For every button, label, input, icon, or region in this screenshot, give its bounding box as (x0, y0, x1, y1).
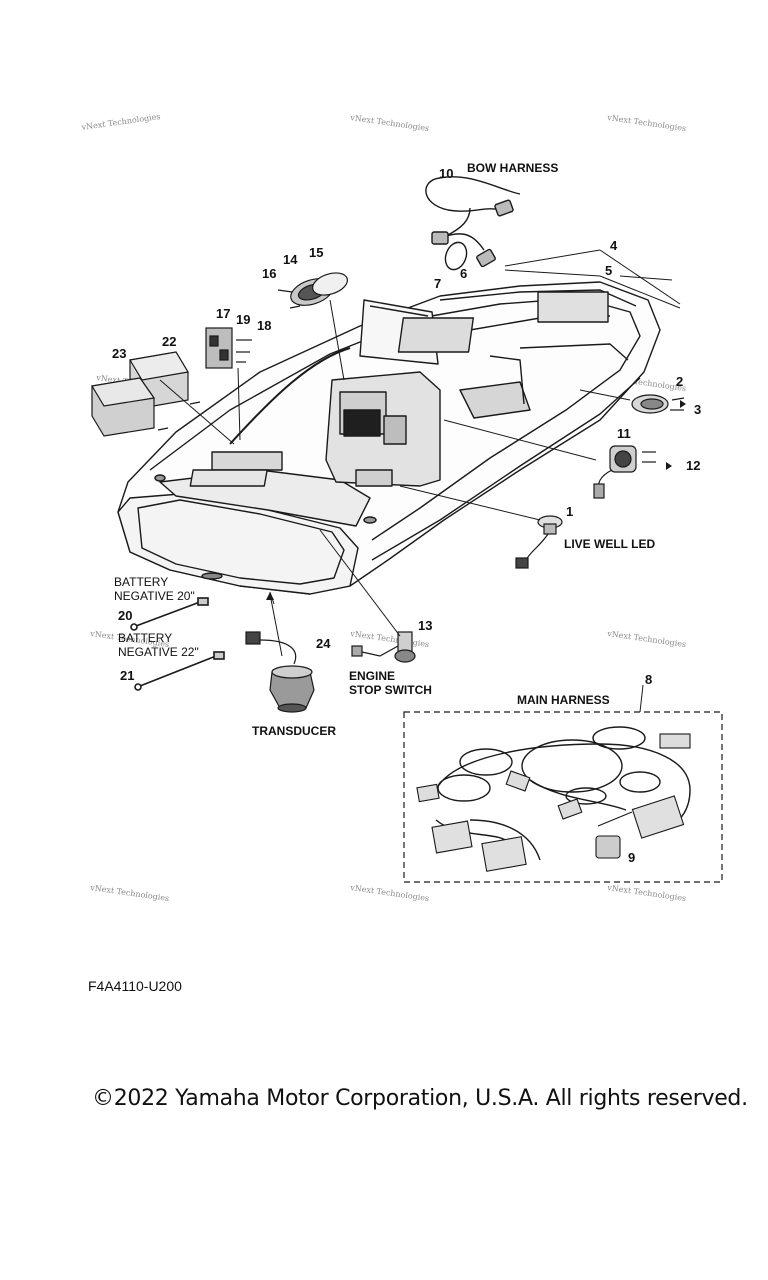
callout-1: 1 (566, 504, 573, 519)
bow-harness (425, 176, 521, 271)
label-engine-stop-switch-line2: STOP SWITCH (349, 683, 432, 697)
battery-cables (130, 597, 225, 691)
callout-22: 22 (162, 334, 176, 349)
main-harness-box (403, 711, 723, 883)
watermark: vNext Technologies (606, 629, 687, 649)
speaker-assembly (277, 272, 348, 309)
label-live-well-led: LIVE WELL LED (564, 537, 655, 551)
callout-18: 18 (257, 318, 271, 333)
batteries (91, 351, 201, 437)
callout-4: 4 (610, 238, 618, 253)
callout-5: 5 (605, 263, 612, 278)
label-battery-negative-22-line2: NEGATIVE 22" (118, 645, 199, 659)
label-main-harness: MAIN HARNESS (517, 693, 610, 707)
watermark: vNext Technologies (349, 113, 430, 133)
label-bow-harness: BOW HARNESS (467, 161, 558, 175)
callout-11: 11 (617, 426, 631, 441)
leader-lines (159, 249, 681, 713)
callout-7: 7 (434, 276, 441, 291)
navigation-light (593, 445, 656, 499)
courtesy-light (631, 394, 685, 414)
watermark: vNext Technologies (89, 883, 170, 903)
callout-13: 13 (418, 618, 432, 633)
callout-2: 2 (676, 374, 683, 389)
callout-3: 3 (694, 402, 701, 417)
label-transducer: TRANSDUCER (252, 724, 336, 738)
callout-8: 8 (645, 672, 652, 687)
callout-17: 17 (216, 306, 230, 321)
callout-10: 10 (439, 166, 453, 181)
callout-9: 9 (628, 850, 635, 865)
callout-14: 14 (283, 252, 298, 267)
callout-24: 24 (316, 636, 331, 651)
label-battery-negative-22-line1: BATTERY (118, 631, 172, 645)
callout-16: 16 (262, 266, 276, 281)
label-engine-stop-switch-line1: ENGINE (349, 669, 395, 683)
boat-hull (117, 281, 661, 595)
watermark: vNext Technologies (349, 883, 430, 903)
part-labels: BOW HARNESS LIVE WELL LED BATTERY NEGATI… (114, 161, 655, 738)
callout-6: 6 (460, 266, 467, 281)
fuse-block (205, 327, 252, 369)
callout-23: 23 (112, 346, 126, 361)
callout-21: 21 (120, 668, 134, 683)
watermark: vNext Technologies (80, 112, 161, 132)
transducer (245, 631, 315, 713)
watermark: vNext Technologies (606, 113, 687, 133)
callout-20: 20 (118, 608, 132, 623)
callout-12: 12 (686, 458, 700, 473)
label-battery-negative-20-line2: NEGATIVE 20" (114, 589, 195, 603)
callout-15: 15 (309, 245, 323, 260)
label-battery-negative-20-line1: BATTERY (114, 575, 168, 589)
callout-numbers: 1 2 3 4 5 6 7 8 9 10 11 12 13 14 15 16 1… (112, 166, 701, 865)
callout-19: 19 (236, 312, 250, 327)
arrow-heads (266, 400, 686, 600)
copyright-notice: ©2022 Yamaha Motor Corporation, U.S.A. A… (92, 1086, 748, 1111)
diagram-code: F4A4110-U200 (88, 978, 182, 994)
watermark: vNext Technologies (606, 883, 687, 903)
live-well-led (515, 515, 563, 569)
engine-stop-switch (351, 631, 416, 663)
